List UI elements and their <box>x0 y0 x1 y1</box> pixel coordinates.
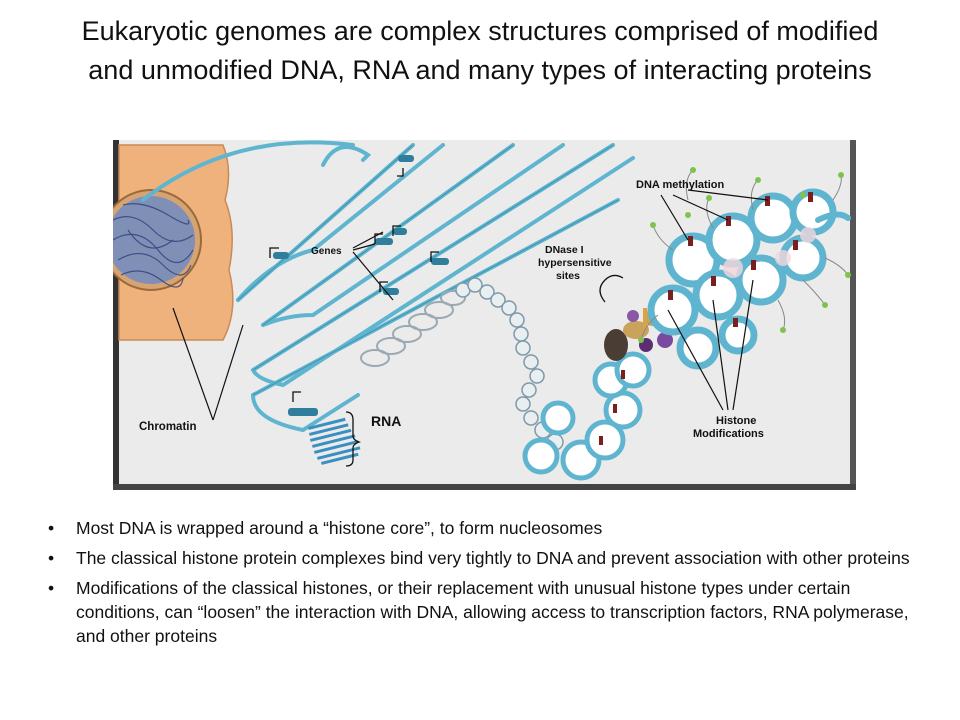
frame-bottom-edge <box>113 484 856 490</box>
label-rna: RNA <box>371 413 401 429</box>
methylation-marks <box>668 192 813 327</box>
dnase-bracket <box>599 274 624 303</box>
modified-nucleosome-cluster <box>647 188 851 370</box>
rna-bracket <box>345 411 362 467</box>
bullet-marker: • <box>48 548 55 568</box>
slide-title: Eukaryotic genomes are complex structure… <box>81 16 879 85</box>
label-histone-line1: Histone <box>716 415 756 427</box>
bullet-text: Modifications of the classical histones,… <box>76 578 909 646</box>
leader-lines <box>172 189 769 421</box>
bullet-item: • Modifications of the classical histones… <box>48 576 918 648</box>
label-histone-line2: Modifications <box>693 428 764 440</box>
frame-left-edge <box>113 140 119 490</box>
label-dnase-line1: DNase I <box>545 244 584 256</box>
bullet-item: • The classical histone protein complexes… <box>48 546 918 570</box>
bullet-text: The classical histone protein complexes … <box>76 548 910 568</box>
thirty-nm-fiber <box>360 290 466 367</box>
label-dnase-line2: hypersensitive <box>538 257 612 269</box>
bullet-text: Most DNA is wrapped around a “histone co… <box>76 518 603 538</box>
methyl-groups <box>638 167 851 343</box>
chromatin-diagram: Chromatin Genes RNA DNase I hypersensiti… <box>113 140 856 490</box>
frame-right-edge <box>850 140 856 490</box>
bullet-marker: • <box>48 578 55 598</box>
label-genes: Genes <box>311 246 342 257</box>
rna-transcripts <box>308 417 361 465</box>
chromatin-fiber-outline <box>237 144 619 396</box>
nucleus-chromatin-texture <box>113 203 194 288</box>
label-chromatin: Chromatin <box>139 421 197 433</box>
bullet-item: • Most DNA is wrapped around a “histone c… <box>48 516 918 540</box>
diagram-canvas: Chromatin Genes RNA DNase I hypersensiti… <box>113 140 856 490</box>
label-dna-methylation: DNA methylation <box>636 179 724 191</box>
bullet-list: • Most DNA is wrapped around a “histone c… <box>48 516 918 654</box>
large-nucleosomes <box>522 351 652 481</box>
label-dnase-line3: sites <box>556 270 580 282</box>
bullet-marker: • <box>48 518 55 538</box>
